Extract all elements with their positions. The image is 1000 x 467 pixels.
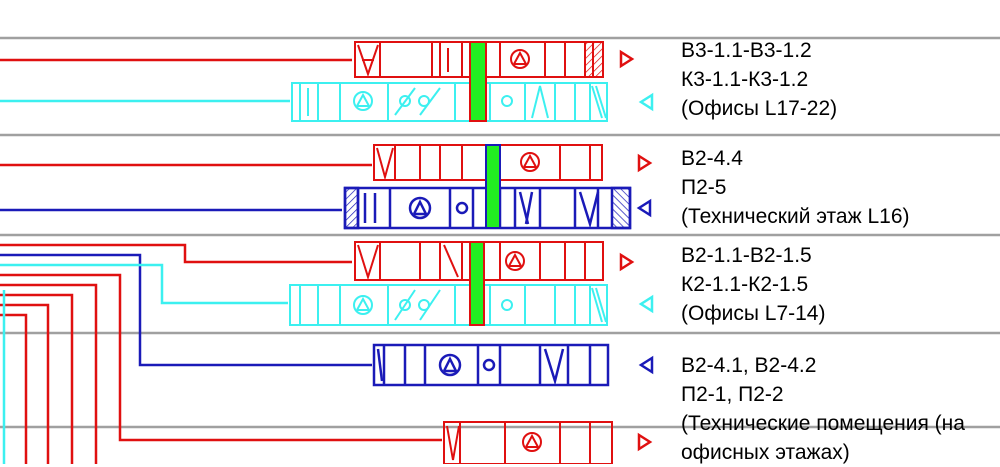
unit-3-heat-recovery: [469, 241, 485, 326]
unit-1-exhaust-ahu: [354, 41, 604, 78]
arrow-out-icon: [619, 49, 635, 69]
unit-2-heat-recovery: [485, 144, 501, 229]
unit-label-2: В2-4.4 П2-5 (Технический этаж L16): [681, 144, 910, 231]
arrow-in-icon: [638, 294, 654, 314]
label-line: (Технический этаж L16): [681, 205, 910, 228]
duct-red-4: [0, 273, 442, 442]
arrow-out-icon: [637, 432, 653, 452]
label-line: (Офисы L7-14): [681, 302, 826, 325]
duct-red-v2: [0, 293, 74, 464]
unit-4-supply-ahu: [372, 343, 610, 387]
label-line: П2-5: [681, 176, 727, 199]
arrow-in-icon: [636, 198, 652, 218]
label-line: В2-4.1, В2-4.2: [681, 354, 817, 377]
unit-3-supply-ahu: [289, 284, 608, 326]
duct-red-v1: [0, 283, 98, 464]
duct-red-v4: [0, 313, 28, 464]
label-line: (Технические помещения (на: [681, 412, 965, 435]
label-line: В3-1.1-В3-1.2: [681, 39, 812, 62]
unit-1-heat-recovery: [469, 41, 487, 122]
label-line: офисных этажах): [681, 441, 850, 464]
label-line: К2-1.1-К2-1.5: [681, 273, 809, 296]
separator-lines: [0, 36, 1000, 429]
unit-label-3: В2-1.1-В2-1.5 К2-1.1-К2-1.5 (Офисы L7-14…: [681, 241, 825, 328]
duct-lines: [0, 58, 442, 464]
duct-red-v3: [0, 303, 50, 464]
arrow-out-icon: [619, 252, 635, 272]
label-line: П2-1, П2-2: [681, 383, 784, 406]
arrow-out-icon: [637, 153, 653, 173]
unit-1-supply-ahu: [291, 82, 608, 122]
label-line: В2-1.1-В2-1.5: [681, 244, 812, 267]
label-line: К3-1.1-К3-1.2: [681, 68, 809, 91]
unit-label-4: В2-4.1, В2-4.2 П2-1, П2-2 (Технические п…: [681, 351, 1000, 467]
label-line: (Офисы L17-22): [681, 97, 838, 120]
duct-cyan-3: [0, 263, 288, 305]
label-line: В2-4.4: [681, 147, 743, 170]
arrow-in-icon: [638, 355, 654, 375]
arrow-in-icon: [638, 92, 654, 112]
unit-label-1: В3-1.1-В3-1.2 К3-1.1-К3-1.2 (Офисы L17-2…: [681, 36, 837, 123]
duct-blue-3: [0, 253, 372, 367]
duct-red-3: [0, 243, 352, 264]
unit-4-exhaust-ahu: [443, 421, 613, 464]
